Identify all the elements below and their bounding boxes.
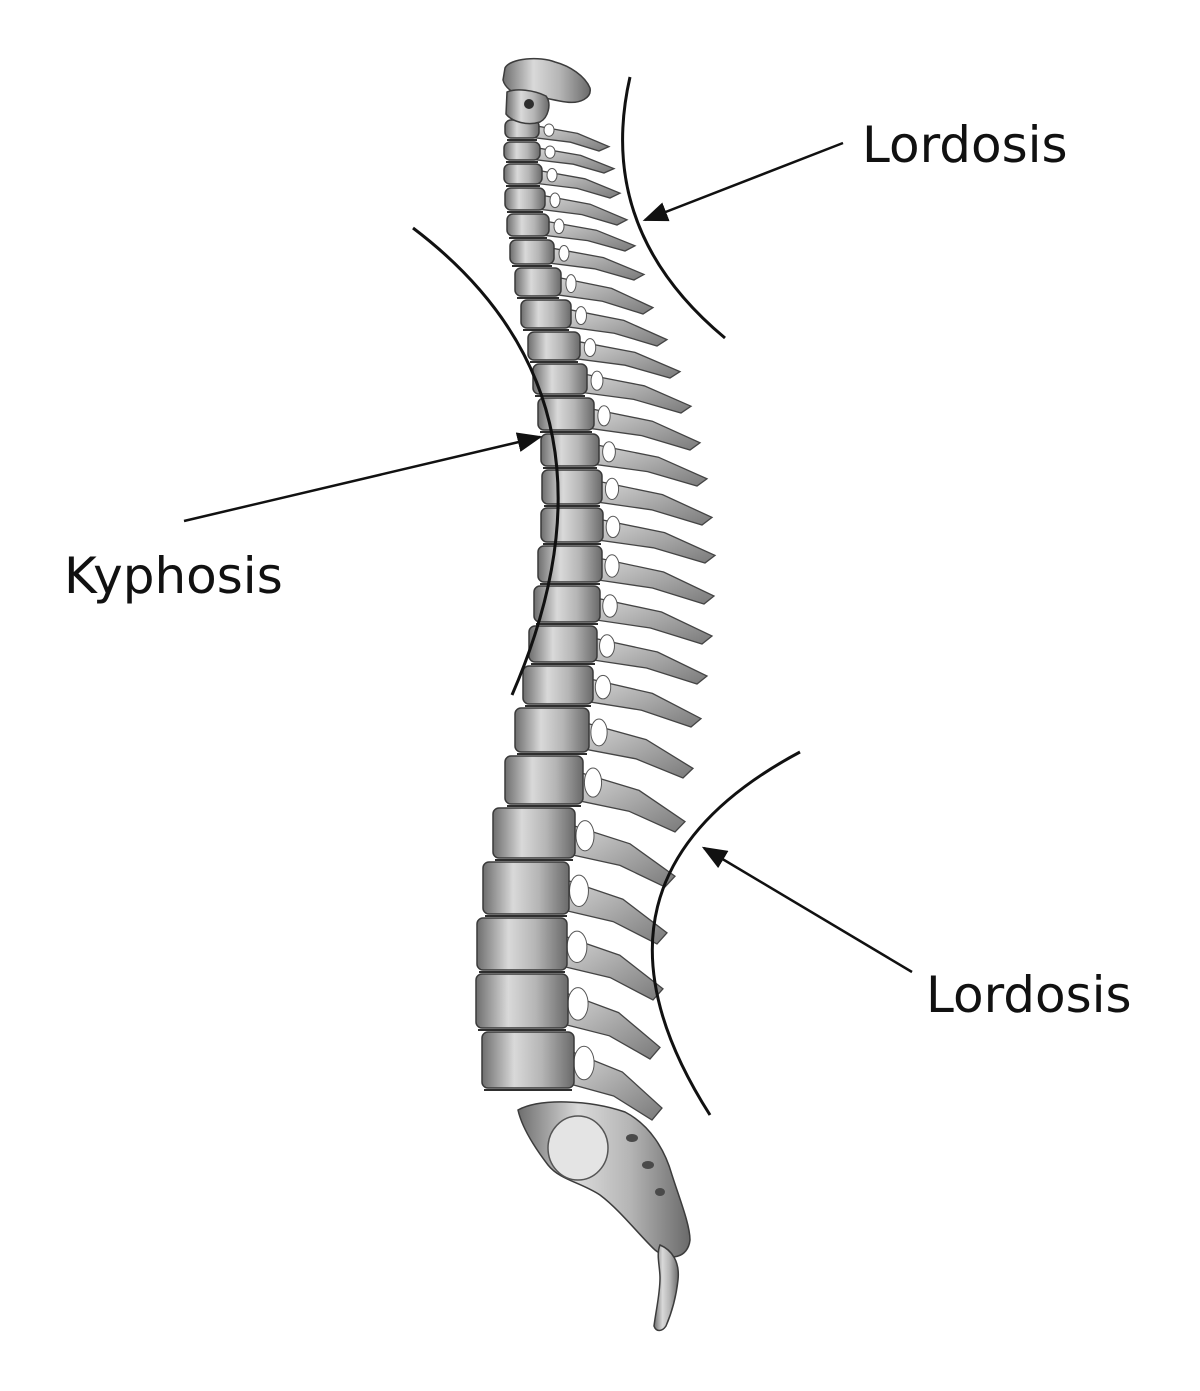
intervertebral-foramen [543,123,555,137]
lordosis-cervical-label: Lordosis [862,116,1068,174]
intervertebral-foramen [575,306,587,326]
coccyx [653,1244,680,1332]
intervertebral-foramen [569,874,589,907]
intervertebral-foramen [597,405,611,427]
vertebral-body [527,331,581,361]
vertebral-body [540,433,600,467]
intervertebral-foramen [566,930,588,963]
vertebral-body [520,299,572,329]
intervertebral-foramen [594,674,612,700]
lordosis-lumbar-label: Lordosis [926,966,1132,1024]
vertebral-body [533,585,601,623]
spinous-processes [534,123,717,1121]
intervertebral-foramen [599,634,615,658]
vertebral-body [504,755,584,805]
intervertebral-foramen [583,338,597,358]
intervertebral-foramen [602,594,618,618]
intervertebral-foramen [604,554,620,578]
cervical-curve-arc [621,76,726,340]
intervertebral-foramen [567,987,589,1021]
intervertebral-foramen [546,167,558,183]
lumbar-curve-arc [650,750,801,1116]
intervertebral-foramen [565,274,577,294]
vertebral-body [506,213,550,237]
vertebral-body [540,507,604,543]
arrow-to-thoracic-curve [183,432,543,523]
vertebral-body [492,807,576,859]
intervertebral-foramen [558,245,570,262]
arrow-to-lumbar-curve [701,846,913,974]
intervertebral-foramen [544,145,556,159]
vertebral-body [481,1031,575,1089]
vertebral-body [509,239,555,265]
intervertebral-foramen [583,767,603,798]
vertebral-body [532,363,588,395]
thoracic-curve-arc [412,226,560,696]
vertebral-body [504,187,546,211]
sacral-foramen [626,1134,638,1142]
vertebral-body [537,397,595,431]
vertebral-body [514,267,562,297]
vertebral-foramen [524,99,534,109]
sacral-foramen [642,1161,654,1169]
intervertebral-foramen [553,218,565,235]
intervertebral-foramen [590,370,604,391]
intervertebral-foramen [573,1045,595,1081]
arrow-to-cervical-curve [642,141,844,222]
intervertebral-foramen [575,820,595,852]
vertebral-body [537,545,603,583]
vertebral-body [503,163,543,185]
vertebral-body [475,973,569,1029]
intervertebral-foramen [549,192,561,209]
vertebral-body [528,625,598,663]
vertebral-body [514,707,590,753]
sacrum [517,1101,691,1258]
vertebral-body [503,141,541,161]
vertebral-body [522,665,594,705]
vertebral-body [482,861,570,915]
vertebral-body [476,917,568,971]
sacral-ala [547,1115,609,1181]
sacral-foramen [655,1188,665,1196]
intervertebral-foramen [590,718,608,747]
kyphosis-thoracic-label: Kyphosis [64,547,283,605]
intervertebral-foramen [602,441,616,463]
intervertebral-foramen [604,477,620,501]
intervertebral-foramen [605,515,621,539]
vertebral-body [541,469,603,505]
